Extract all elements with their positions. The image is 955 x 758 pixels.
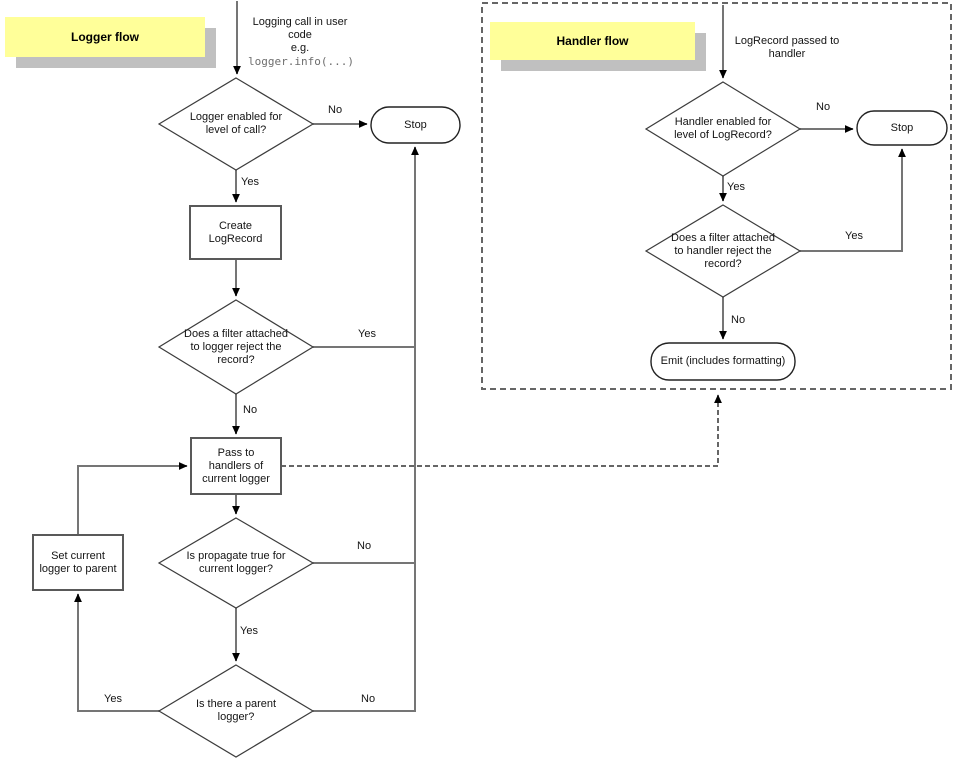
propagate-diamond [157,517,315,609]
edge-label-filtercheck-no: No [243,404,258,416]
logger-filter-diamond-label: Does a filter attached to logger reject … [184,327,288,366]
logger-start-text: Logging call in user code [252,16,348,41]
edge-label-filtercheck-yes: Yes [358,328,376,340]
edge-label-propagate-yes: Yes [240,625,258,637]
logger-stop-terminator [370,106,461,144]
logger-stop-label: Stop [404,118,427,131]
emit-label: Emit (includes formatting) [660,355,786,367]
edge-label-propagate-no: No [357,540,372,552]
edge-parent-yes-setparent [74,593,160,712]
pass-to-handlers-box [190,437,282,495]
parent-logger-diamond-label: Is there a parent logger? [195,698,277,723]
handler-flow-container-border [481,2,952,390]
edge-label-parent-yes: Yes [104,693,122,705]
handler-filter-diamond [644,204,802,298]
edge-label-parent-no: No [361,693,376,705]
create-logrecord-box [189,205,282,260]
logger-level-diamond [157,77,315,171]
handler-flow-title-text: Handler flow [556,34,629,48]
logger-filter-diamond [157,299,315,395]
handler-flow-title: Handler flow [490,22,695,60]
edge-pass-to-handlerflow-dashed [281,394,722,467]
edge-label-hlevel-no: No [816,101,831,113]
edge-setparent-to-pass [77,462,188,535]
edge-parent-no-stop-trunk [313,146,419,712]
pass-to-handlers-label: Pass to handlers of current logger [202,446,270,485]
handler-stop-label: Stop [890,121,914,134]
edge-label-levelcheck-yes: Yes [241,176,259,188]
set-current-logger-label: Set current logger to parent [39,549,117,575]
logger-start-code: logger.info(...) [248,55,354,68]
logger-start-note: Logging call in user code e.g. logger.in… [248,16,354,68]
emit-terminator [650,342,796,381]
logger-start-eg: e.g. [290,42,310,54]
parent-logger-diamond [157,664,315,758]
logger-level-diamond-label: Logger enabled for level of call? [189,111,283,136]
handler-start-note: LogRecord passed to handler [734,35,840,60]
logger-flow-title-text: Logger flow [71,30,139,44]
handler-stop-terminator [856,110,948,146]
edge-label-levelcheck-no: No [328,104,343,116]
edge-label-hfilter-yes: Yes [845,230,863,242]
handler-filter-diamond-label: Does a filter attached to handler reject… [671,231,775,270]
propagate-diamond-label: Is propagate true for current logger? [186,550,286,575]
logger-flow-title: Logger flow [5,17,205,57]
edge-hfilter-yes-stop [800,148,906,252]
create-logrecord-label: Create LogRecord [208,219,263,245]
set-current-logger-box [32,534,124,591]
handler-level-diamond-label: Handler enabled for level of LogRecord? [674,116,772,141]
handler-level-diamond [644,81,802,177]
edge-label-hfilter-no: No [731,314,746,326]
edge-label-hlevel-yes: Yes [727,181,745,193]
